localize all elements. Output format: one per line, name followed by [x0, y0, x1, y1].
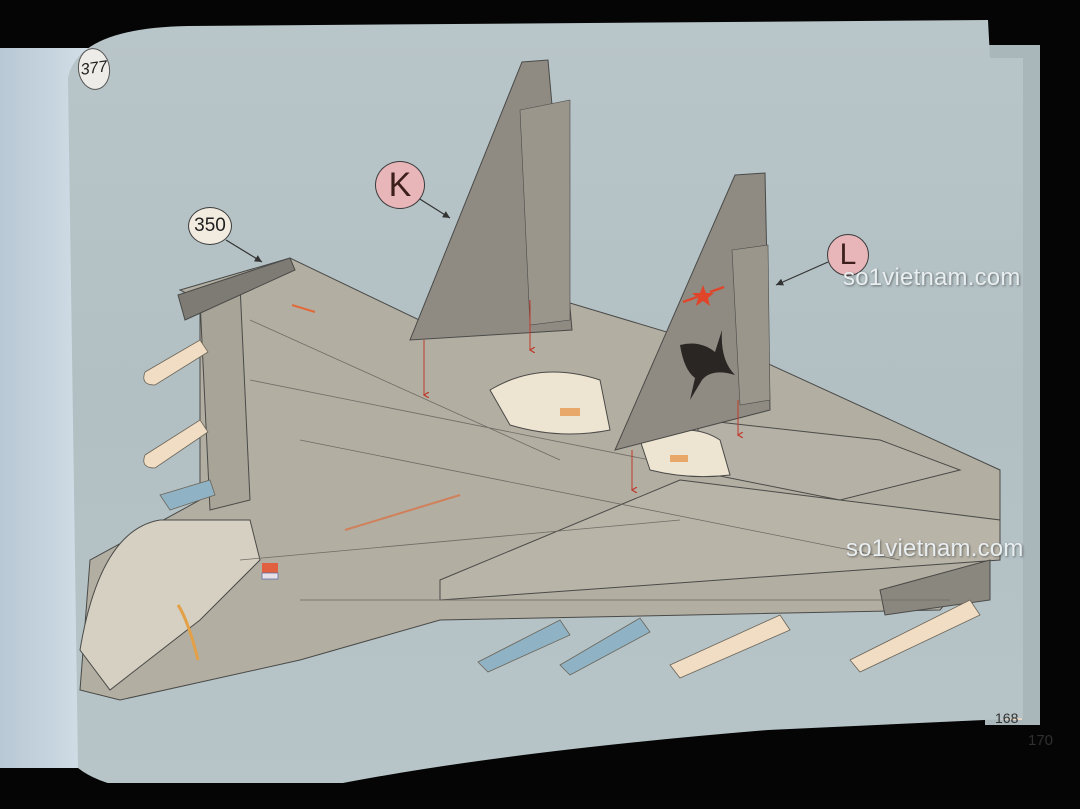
- part-callout-k: K: [375, 161, 425, 209]
- page-number: 168: [995, 710, 1019, 726]
- step-number-badge: 350: [188, 207, 232, 245]
- tail-fin-l: [614, 172, 771, 490]
- callout-arrows: [225, 195, 829, 286]
- tail-fin-k: [409, 59, 573, 395]
- underlying-page-number: 170: [1028, 732, 1054, 749]
- missiles: [143, 339, 981, 679]
- part-callout-l: L: [827, 234, 869, 276]
- watermark-top: so1vietnam.com: [843, 264, 1021, 291]
- watermark-bottom: so1vietnam.com: [846, 535, 1024, 562]
